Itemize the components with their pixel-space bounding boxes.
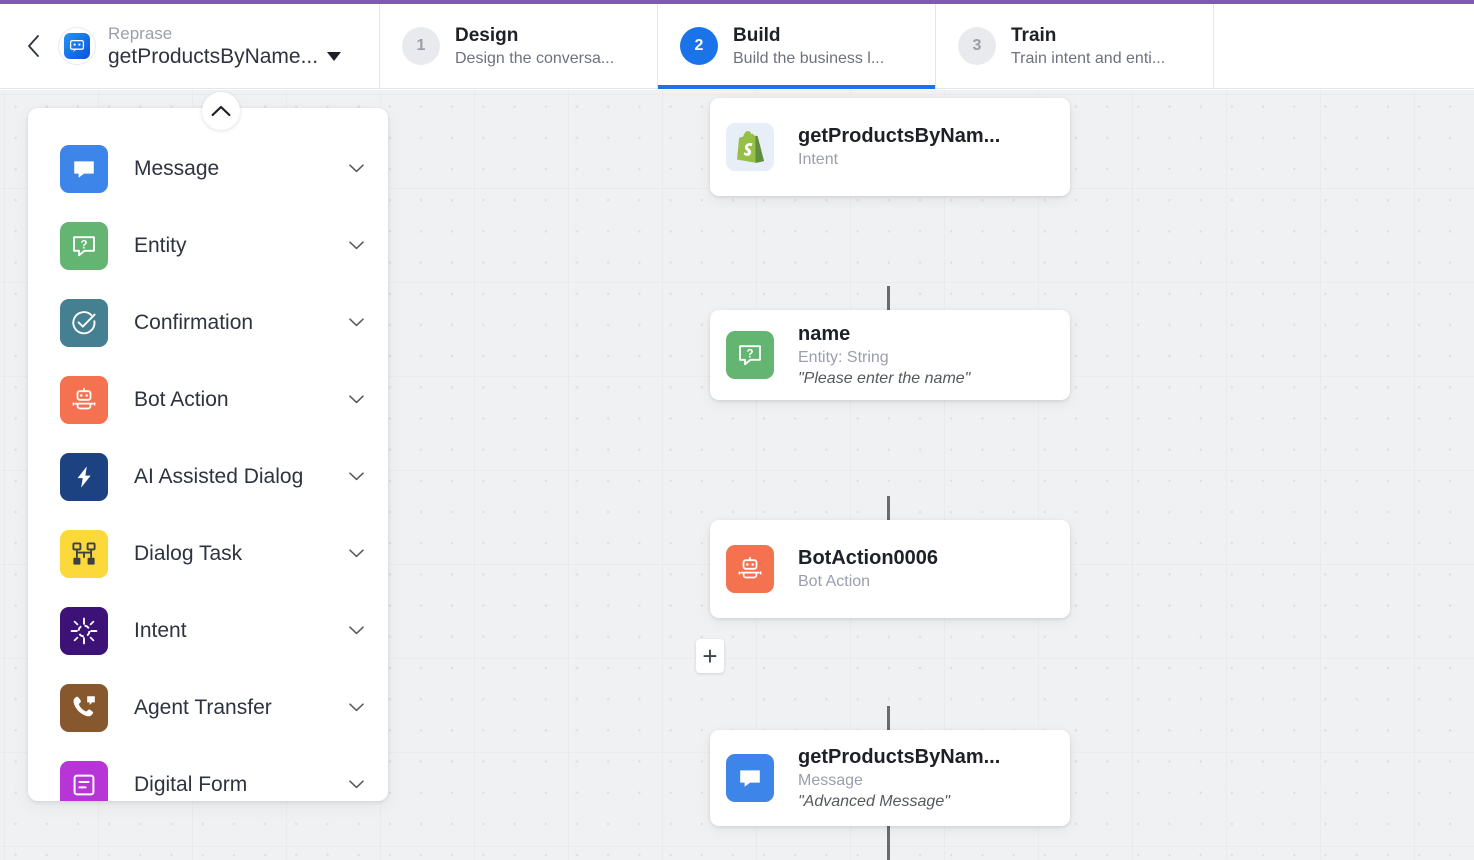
flow-node-intent[interactable]: getProductsByNam... Intent: [710, 98, 1070, 196]
panel-item-agent-transfer[interactable]: Agent Transfer: [28, 669, 388, 746]
svg-text:?: ?: [746, 348, 753, 360]
intent-icon: [60, 606, 108, 655]
panel-item-dialog-task[interactable]: Dialog Task: [28, 515, 388, 592]
chevron-down-icon[interactable]: [346, 703, 366, 712]
bot-name: getProductsByName...: [108, 44, 319, 68]
panel-item-label: Digital Form: [134, 772, 248, 796]
header-bot-section: Reprase getProductsByName...: [0, 4, 380, 88]
panel-item-bot-action[interactable]: Bot Action: [28, 361, 388, 438]
step-title: Design: [455, 24, 519, 46]
step-build[interactable]: 2 Build Build the business l...: [658, 4, 936, 89]
header-spacer: [1214, 4, 1474, 88]
bot-action-icon: [60, 375, 108, 424]
chevron-down-icon[interactable]: [346, 395, 366, 404]
panel-item-ai-assisted-dialog[interactable]: AI Assisted Dialog: [28, 438, 388, 515]
collapse-panel-button[interactable]: [202, 92, 240, 130]
node-title: BotAction0006: [798, 547, 939, 569]
panel-item-label: Intent: [134, 618, 187, 642]
bot-action-icon: [726, 545, 774, 593]
header-steps: 1 Design Design the conversa... 2 Build …: [380, 4, 1214, 89]
dialog-task-icon: [60, 529, 108, 578]
message-icon: [60, 144, 108, 193]
node-title: name: [798, 322, 851, 345]
confirmation-icon: [60, 298, 108, 347]
connector-4: [887, 826, 890, 860]
step-title: Build: [733, 24, 781, 46]
step-desc: Build the business l...: [733, 49, 885, 67]
chevron-down-icon[interactable]: [346, 164, 366, 173]
app-header: Reprase getProductsByName... 1 Design De…: [0, 4, 1474, 89]
bot-name-row[interactable]: getProductsByName...: [108, 44, 342, 70]
node-quote: "Please enter the name": [798, 369, 971, 387]
entity-icon: ?: [726, 331, 774, 379]
message-icon: [726, 754, 774, 802]
top-accent-bar: [0, 0, 1474, 4]
chevron-down-icon[interactable]: [346, 549, 366, 558]
node-subtitle: Message: [798, 771, 863, 789]
bot-title-wrap: Reprase getProductsByName...: [108, 23, 342, 70]
bot-subtitle: Reprase: [108, 23, 173, 43]
node-quote: "Advanced Message": [798, 792, 950, 810]
chevron-down-icon[interactable]: [346, 780, 366, 789]
digital-form-icon: [60, 760, 108, 801]
step-desc: Train intent and enti...: [1011, 49, 1166, 67]
step-title: Train: [1011, 24, 1057, 46]
chevron-down-icon[interactable]: [346, 472, 366, 481]
panel-item-label: Dialog Task: [134, 541, 243, 565]
panel-item-entity[interactable]: ? Entity: [28, 207, 388, 284]
back-button[interactable]: [20, 31, 46, 61]
panel-item-message[interactable]: Message: [28, 130, 388, 207]
chevron-down-icon[interactable]: [346, 318, 366, 327]
panel-item-label: AI Assisted Dialog: [134, 464, 304, 488]
panel-item-label: Entity: [134, 233, 187, 257]
panel-item-intent[interactable]: Intent: [28, 592, 388, 669]
panel-item-label: Message: [134, 156, 220, 180]
step-desc: Design the conversa...: [455, 49, 615, 67]
node-type-panel: Message ? Entity: [28, 108, 388, 801]
node-title: getProductsByNam...: [798, 745, 1001, 768]
svg-text:?: ?: [80, 239, 87, 251]
add-node-button[interactable]: +: [696, 639, 724, 673]
node-type-list: Message ? Entity: [28, 130, 388, 801]
panel-item-confirmation[interactable]: Confirmation: [28, 284, 388, 361]
panel-item-label: Bot Action: [134, 387, 229, 411]
flow-node-message[interactable]: getProductsByNam... Message "Advanced Me…: [710, 730, 1070, 826]
node-title: getProductsByNam...: [798, 125, 1001, 147]
step-design[interactable]: 1 Design Design the conversa...: [380, 4, 658, 88]
chevron-down-icon[interactable]: [346, 241, 366, 250]
caret-down-icon[interactable]: [327, 52, 342, 61]
step-badge: 3: [958, 27, 996, 65]
step-badge: 1: [402, 27, 440, 65]
panel-item-label: Confirmation: [134, 310, 254, 334]
flow-node-bot-action[interactable]: BotAction0006 Bot Action: [710, 520, 1070, 618]
entity-icon: ?: [60, 221, 108, 270]
chevron-down-icon[interactable]: [346, 626, 366, 635]
flow-node-entity[interactable]: ? name Entity: String "Please enter the …: [710, 310, 1070, 400]
step-badge: 2: [680, 27, 718, 65]
flow-canvas[interactable]: getProductsByNam... Intent ? name Entity…: [0, 90, 1474, 860]
ai-dialog-icon: [60, 452, 108, 501]
node-subtitle: Intent: [798, 151, 839, 168]
panel-item-label: Agent Transfer: [134, 695, 272, 719]
panel-item-digital-form[interactable]: Digital Form: [28, 746, 388, 801]
bot-logo-icon: [58, 27, 96, 65]
plus-icon: +: [702, 641, 718, 671]
node-subtitle: Entity: String: [798, 348, 889, 366]
step-train[interactable]: 3 Train Train intent and enti...: [936, 4, 1214, 88]
agent-transfer-icon: [60, 683, 108, 732]
shopify-icon: [726, 123, 774, 171]
flow-graph: getProductsByNam... Intent ? name Entity…: [0, 90, 1474, 860]
node-subtitle: Bot Action: [798, 573, 871, 590]
